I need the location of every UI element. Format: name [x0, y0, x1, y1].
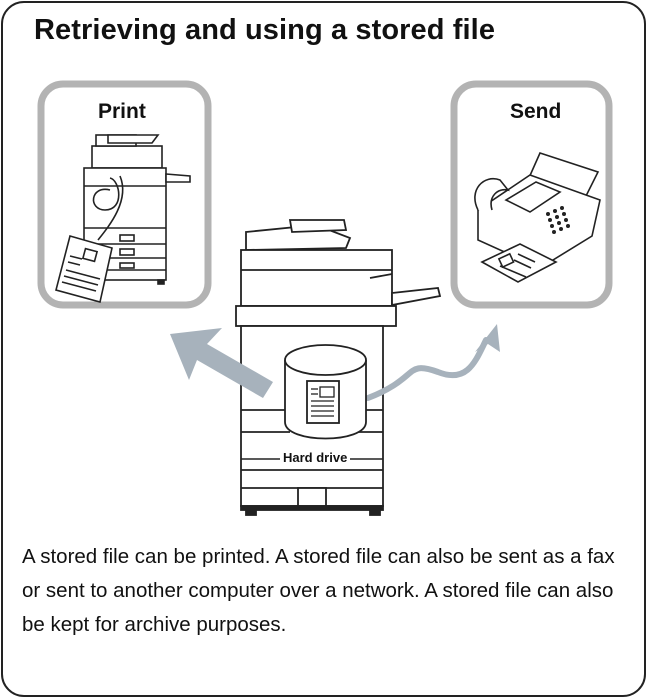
printed-sheet-icon — [55, 235, 113, 303]
arrow-to-print — [170, 328, 273, 398]
print-label: Print — [98, 100, 146, 123]
page-title: Retrieving and using a stored file — [34, 14, 496, 46]
send-label: Send — [510, 100, 562, 123]
fax-machine-icon — [474, 152, 601, 283]
hard-drive-icon — [284, 344, 367, 440]
description-text: A stored file can be printed. A stored f… — [22, 545, 615, 636]
hard-drive-label: Hard drive — [280, 450, 351, 465]
arrow-to-send — [365, 324, 500, 401]
